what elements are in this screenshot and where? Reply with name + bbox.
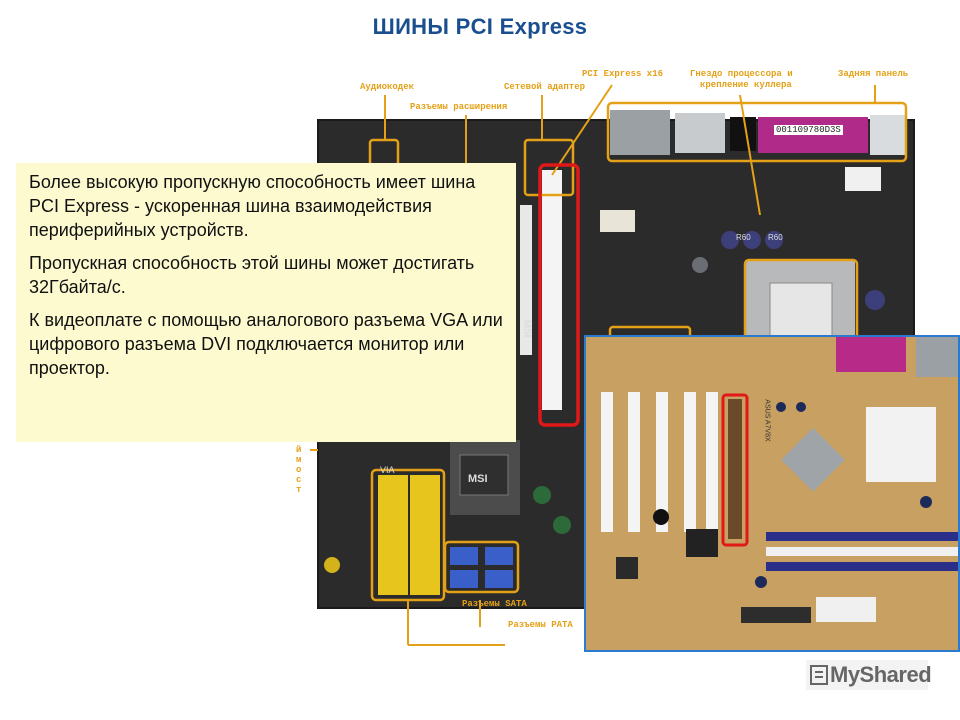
annotation-bridge-vertical: й м о с т (296, 445, 302, 495)
annotation-pata: Разъемы PATA (508, 620, 573, 630)
msi-side-label: MSI (521, 319, 533, 338)
annotation-cpu-socket: Гнездо процессора и (690, 69, 793, 79)
annotation-pcie-x16: PCI Express x16 (582, 69, 664, 79)
info-paragraph-3: К видеоплате с помощью аналогового разъе… (29, 310, 503, 378)
info-paragraph-1: Более высокую пропускную способность име… (29, 172, 476, 240)
info-text-box: Более высокую пропускную способность име… (16, 163, 516, 442)
r60-label-b: R60 (768, 233, 783, 242)
annotation-sata: Разъемы SATA (462, 599, 527, 609)
annotation-network-adapter: Сетевой адаптер (504, 82, 586, 92)
myshared-logo: MyShared (806, 660, 932, 690)
annotation-audio-codec: Аудиокодек (360, 82, 415, 92)
annotation-expansion-slots: Разъемы расширения (410, 102, 508, 112)
motherboard-photo-tan: ASUS A7V8X (584, 335, 960, 652)
asus-label: ASUS A7V8X (763, 399, 771, 442)
annotation-back-panel: Задняя панель (838, 69, 909, 79)
via-label: VIA (380, 465, 395, 475)
logo-icon (810, 665, 828, 685)
info-paragraph-2: Пропускная способность этой шины может д… (29, 253, 475, 297)
msi-chip-label: MSI (468, 473, 488, 485)
slide-title: ШИНЫ PCI Express (372, 14, 588, 39)
annotation-cpu-socket-line2: крепление куллера (700, 80, 792, 90)
logo-text: MyShared (830, 662, 932, 687)
serial-label: 001109780D3S (774, 125, 843, 135)
r60-label-a: R60 (736, 233, 751, 242)
